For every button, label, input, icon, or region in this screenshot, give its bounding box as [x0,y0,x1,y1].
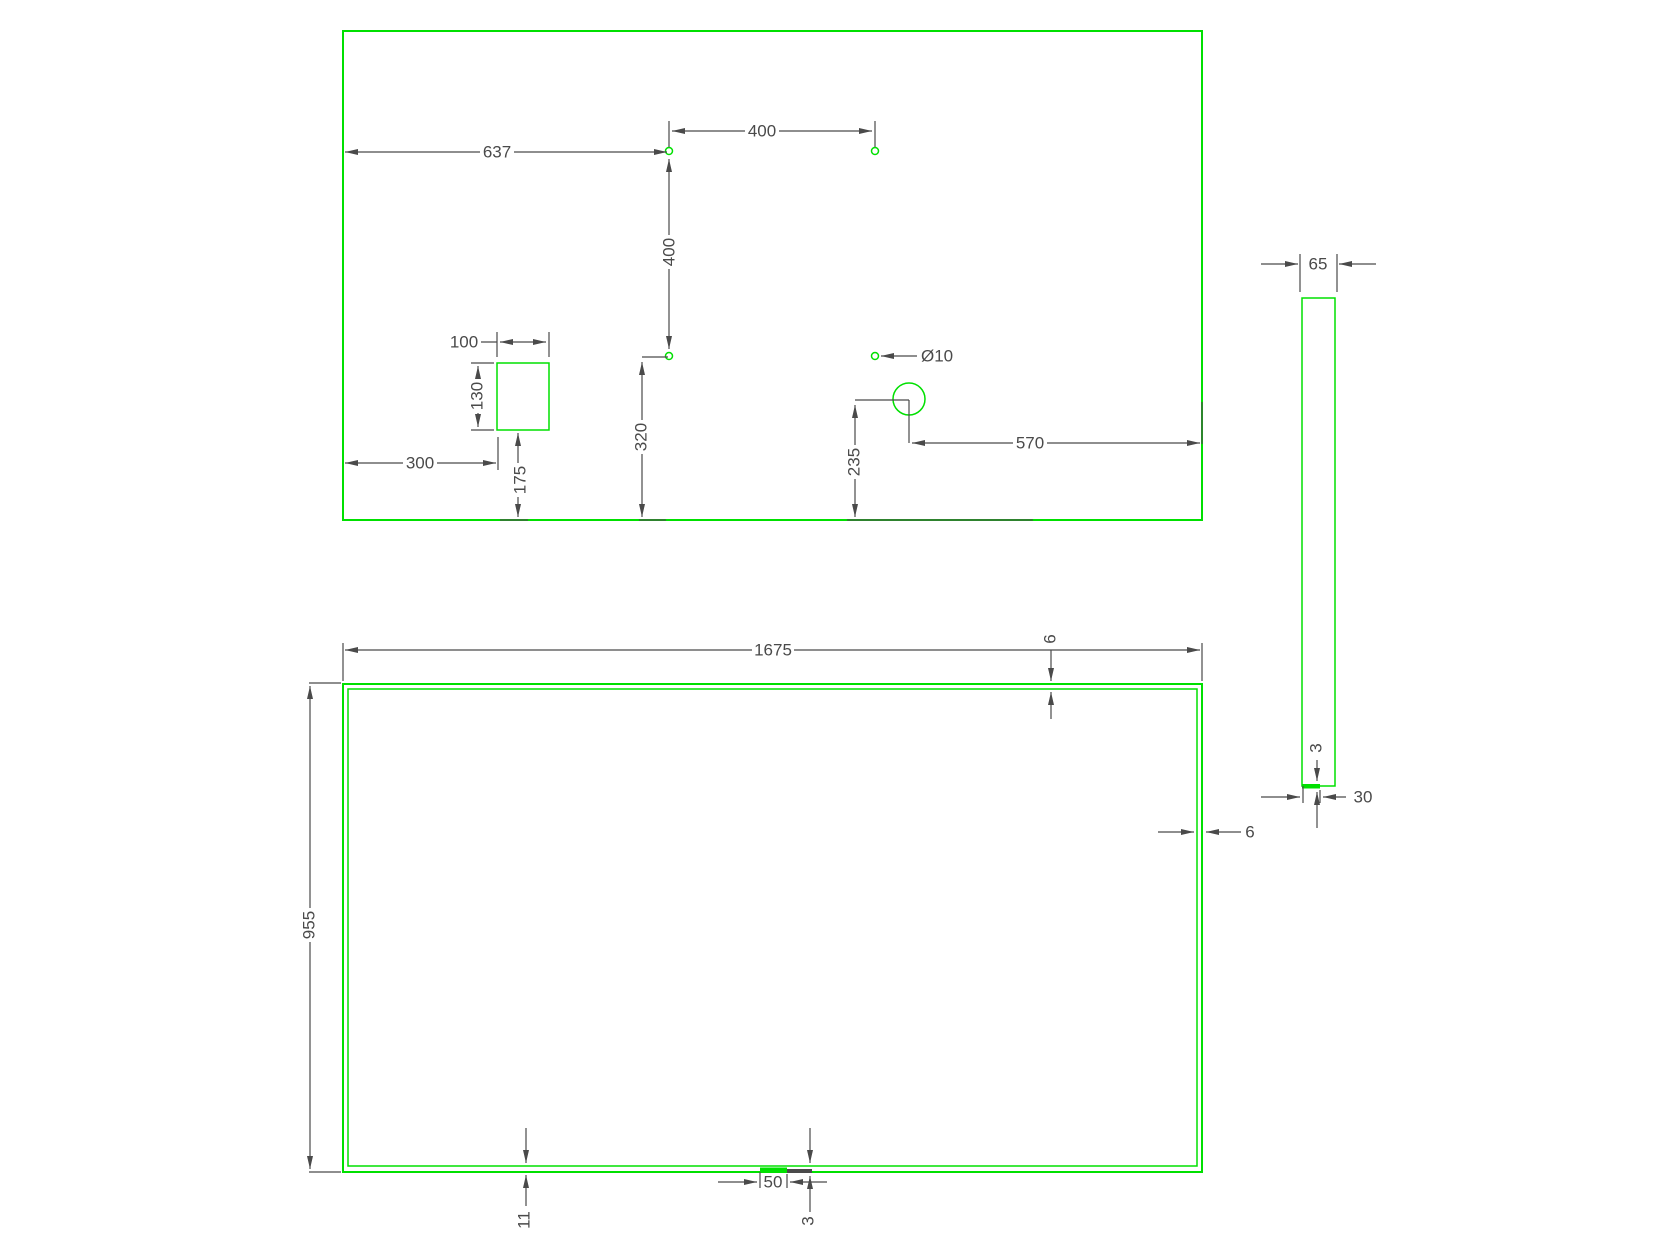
cutout-rect[interactable] [496,362,550,431]
dim-3-side[interactable]: 3 [1307,741,1326,828]
dim-label-637: 637 [483,143,511,162]
dim-label-6-right: 6 [1245,823,1254,842]
dim-label-50: 50 [764,1173,783,1192]
dim-label-235: 235 [845,448,864,476]
bottom-foot-strip-green[interactable] [760,1167,787,1172]
dim-400-horizontal[interactable]: 400 [668,121,876,147]
dim-label-100: 100 [450,333,478,352]
label-bg [661,235,677,269]
dim-label-6-top: 6 [1041,634,1060,643]
label-bg [512,463,528,497]
dim-label-30: 30 [1354,788,1373,807]
dim-label-400h: 400 [748,122,776,141]
top-view: 637 400 400 [342,30,1203,521]
label-bg [480,144,514,160]
hole-dot[interactable] [870,146,880,156]
dim-label-320: 320 [632,423,651,451]
label-bg [846,445,862,479]
dim-label-3-bottom: 3 [799,1216,818,1225]
dim-6-top[interactable]: 6 [1041,634,1060,719]
dim-955[interactable]: 955 [300,682,342,1173]
front-view-inner-outline[interactable] [347,688,1198,1167]
hole-dot[interactable] [870,351,880,361]
dim-label-400v: 400 [660,238,679,266]
label-bg [403,455,437,471]
dim-11[interactable]: 11 [515,1128,534,1229]
dim-1675[interactable]: 1675 [342,641,1203,682]
hole-dot[interactable] [664,351,674,361]
dim-label-175: 175 [511,466,530,494]
dim-label-1675: 1675 [754,641,792,660]
dim-637[interactable]: 637 [345,143,667,162]
label-bg [1306,256,1330,272]
bottom-foot-strip-gray[interactable] [787,1169,812,1173]
dim-570[interactable]: 570 [908,400,1200,453]
dim-30[interactable]: 30 [1261,786,1372,807]
dim-65[interactable]: 65 [1261,254,1376,292]
dim-label-570: 570 [1016,434,1044,453]
dim-300[interactable]: 300 [345,437,499,473]
dim-175[interactable]: 175 [511,433,530,517]
label-bg [1308,741,1324,755]
front-view-outline[interactable] [342,683,1203,1173]
dim-label-65: 65 [1309,255,1328,274]
label-bg [1013,435,1047,451]
dim-label-dia10: Ø10 [921,347,953,366]
dim-130[interactable]: 130 [468,362,495,431]
dim-label-955: 955 [300,911,319,939]
label-bg [761,1174,785,1190]
side-view: 65 3 30 [1261,254,1376,828]
label-bg [447,334,481,350]
label-bg [752,642,794,658]
dim-3-bottom[interactable]: 3 [799,1128,818,1226]
front-view: 1675 955 6 6 [300,634,1255,1229]
dim-label-300: 300 [406,454,434,473]
dim-320[interactable]: 320 [632,356,669,517]
dim-label-3-side: 3 [1307,743,1326,752]
dim-6-right[interactable]: 6 [1158,823,1255,842]
dim-400-vertical[interactable]: 400 [660,159,679,349]
label-bg [469,379,485,413]
dim-100[interactable]: 100 [447,332,550,357]
hole-dot[interactable] [664,146,674,156]
dim-label-130: 130 [468,382,487,410]
dim-50[interactable]: 50 [718,1172,827,1192]
dim-dia10[interactable]: Ø10 [881,347,953,366]
top-view-outline[interactable] [342,30,1203,521]
dim-235[interactable]: 235 [845,399,910,517]
label-bg [633,420,649,454]
side-foot-strip[interactable] [1302,784,1320,789]
side-view-outline[interactable] [1301,297,1336,787]
label-bg [745,123,779,139]
label-bg [301,908,317,942]
dim-label-11: 11 [515,1211,534,1229]
